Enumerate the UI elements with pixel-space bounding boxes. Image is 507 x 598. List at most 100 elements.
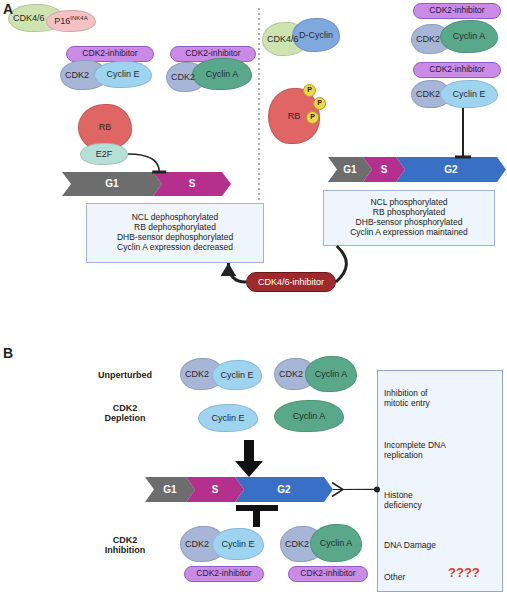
connector [336, 246, 346, 282]
phase-shape [153, 172, 231, 196]
protein-blob: Cyclin E [212, 360, 262, 390]
node-text: CDK2-inhibitor [185, 49, 240, 59]
cell-cycle-phase: G1 [328, 157, 372, 182]
node-text: Cyclin A [315, 369, 348, 379]
node-text: G2 [277, 484, 290, 496]
node-text: CDK2-inhibitor [429, 6, 484, 16]
protein-blob: Cyclin E [212, 528, 264, 560]
protein-blob: Cyclin E [94, 61, 152, 88]
phase-shape [396, 157, 506, 182]
depletion-arrow-head [235, 461, 263, 477]
inhibitor-pill: CDK2-inhibitor [184, 566, 264, 582]
node-text: Histone deficiency [384, 491, 446, 511]
node-text: Cyclin E [106, 69, 139, 79]
cell-cycle-phase: G1 [145, 477, 195, 502]
cell-cycle-phase: G2 [235, 477, 333, 502]
connector [128, 154, 166, 172]
protein-blob: Cyclin A [305, 356, 357, 392]
connector-line [336, 246, 346, 282]
row-label: CDK2 Inhibition [95, 535, 155, 555]
node-text: RB dephosphorylated [134, 223, 216, 233]
node-text: CDK2 [185, 539, 209, 549]
connector-line [333, 489, 377, 490]
node-text: Cyclin A [453, 31, 486, 41]
node-text: CDK2 [65, 70, 89, 80]
phase-shape [62, 172, 162, 196]
node-text: CDK2 [416, 34, 440, 44]
inhibitor-pill: CDK2-inhibitor [288, 566, 368, 582]
node-text: CDK2-inhibitor [196, 569, 251, 579]
node-text: CDK4/6 [267, 34, 299, 44]
node-text: CDK2 [185, 369, 209, 379]
inhibition-stem [253, 511, 260, 527]
node-text: S [189, 178, 196, 190]
node-text: ???? [448, 566, 492, 581]
depletion-arrow-shaft [244, 440, 254, 462]
protein-blob: P16INK4A [46, 10, 96, 32]
node-text: Cyclin A [206, 69, 239, 79]
phase-shape [328, 157, 372, 182]
node-text: CDK4/6-inhibitor [258, 277, 324, 287]
node-text: RB phosphorylated [373, 208, 445, 218]
inhibitor-pill: CDK2-inhibitor [413, 62, 501, 78]
node-text: INK4A [70, 15, 87, 22]
cell-cycle-phase: S [153, 172, 231, 196]
node-text: P [307, 86, 312, 94]
arrow-head [221, 263, 237, 276]
drug-pill: CDK4/6-inhibitor [246, 272, 336, 292]
protein-blob: Cyclin A [310, 524, 362, 562]
protein-blob: Cyclin A [274, 400, 344, 432]
fork-symbol [332, 483, 343, 497]
panel-divider [259, 8, 260, 200]
inhibition-bar [236, 505, 278, 511]
node-text: Cyclin E [220, 370, 253, 380]
node-text: P16 [54, 16, 70, 26]
connector-line [228, 263, 246, 282]
node-text: RB [99, 122, 112, 132]
node-text: D-Cyclin [299, 30, 333, 40]
protein-blob: Cyclin E [198, 404, 258, 432]
node-text: CDK2-inhibitor [82, 49, 137, 59]
phospho-circle: P [306, 111, 319, 124]
connector [332, 483, 380, 497]
node-text: Other [384, 573, 424, 583]
node-text: E2F [96, 149, 113, 159]
node-text: DNA Damage [384, 541, 446, 551]
phase-shape [186, 477, 244, 502]
connector [221, 263, 246, 282]
connector-line [462, 108, 464, 157]
node-text: G1 [163, 484, 176, 496]
node-text: RB [288, 111, 301, 121]
node-text: P [310, 113, 315, 121]
node-text: Cyclin A [320, 538, 353, 548]
protein-blob: E2F [80, 143, 128, 165]
node-text: Cyclin E [211, 413, 244, 423]
row-label: Unperturbed [80, 370, 170, 380]
node-text: DHB-sensor dephosphorylated [117, 233, 233, 243]
connector-line [128, 154, 159, 172]
node-text: G1 [343, 164, 356, 176]
info-box: NCL dephosphorylatedRB dephosphorylatedD… [86, 203, 264, 263]
outcome-box: Inhibition of mitotic entryIncomplete DN… [377, 370, 503, 592]
panel-letter: B [3, 345, 23, 361]
node-text: Cyclin A expression maintained [350, 228, 468, 238]
node-text: Cyclin A [293, 411, 326, 421]
node-text: G1 [105, 178, 118, 190]
node-text: CDK2-inhibitor [429, 65, 484, 75]
node-text: CDK4/6 [13, 13, 45, 23]
node-text: CDK2 [285, 539, 309, 549]
node-text: NCL phosphorylated [370, 198, 447, 208]
connector [455, 108, 471, 157]
node-text: CDK2-inhibitor [300, 569, 355, 579]
phospho-circle: P [313, 97, 326, 110]
node-text: DHB-sensor phosphorylated [356, 218, 463, 228]
node-text: Cyclin A expression decreased [117, 243, 233, 253]
node-text: CDK2 [279, 369, 303, 379]
protein-blob: Cyclin A [192, 58, 252, 90]
protein-blob: D-Cyclin [292, 18, 340, 52]
cell-cycle-phase: S [186, 477, 244, 502]
node-text: G2 [444, 164, 457, 176]
phospho-circle: P [303, 84, 316, 97]
node-text: Incomplete DNA replication [384, 441, 446, 461]
phase-shape [145, 477, 195, 502]
